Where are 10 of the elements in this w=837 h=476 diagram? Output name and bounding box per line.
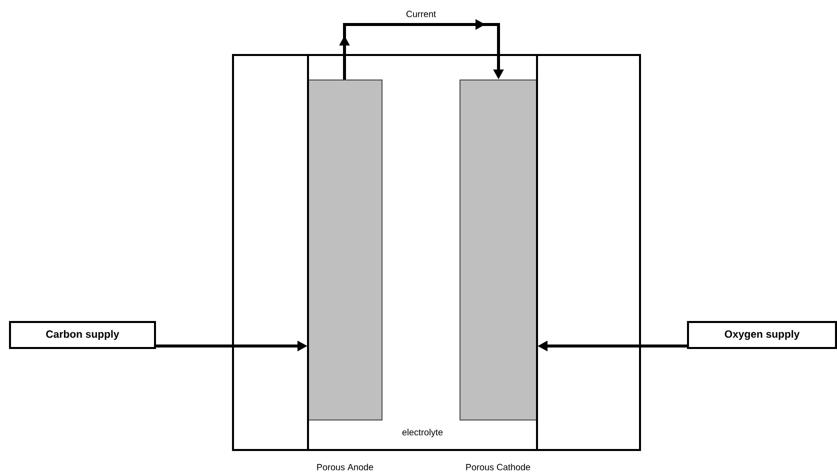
current-arrow: [339, 19, 504, 80]
supply-box: Carbon supply: [9, 321, 156, 349]
electrode-label: Porous Anode: [317, 464, 374, 470]
electrode: [308, 80, 382, 420]
edge-label: Current: [405, 10, 438, 18]
cell-box: [232, 54, 641, 451]
supply-box: Oxygen supply: [687, 321, 837, 349]
electrolyte-label: electrolyte: [402, 428, 443, 438]
electrode-label: Porous Cathode: [466, 464, 530, 470]
electrode: [460, 80, 538, 420]
